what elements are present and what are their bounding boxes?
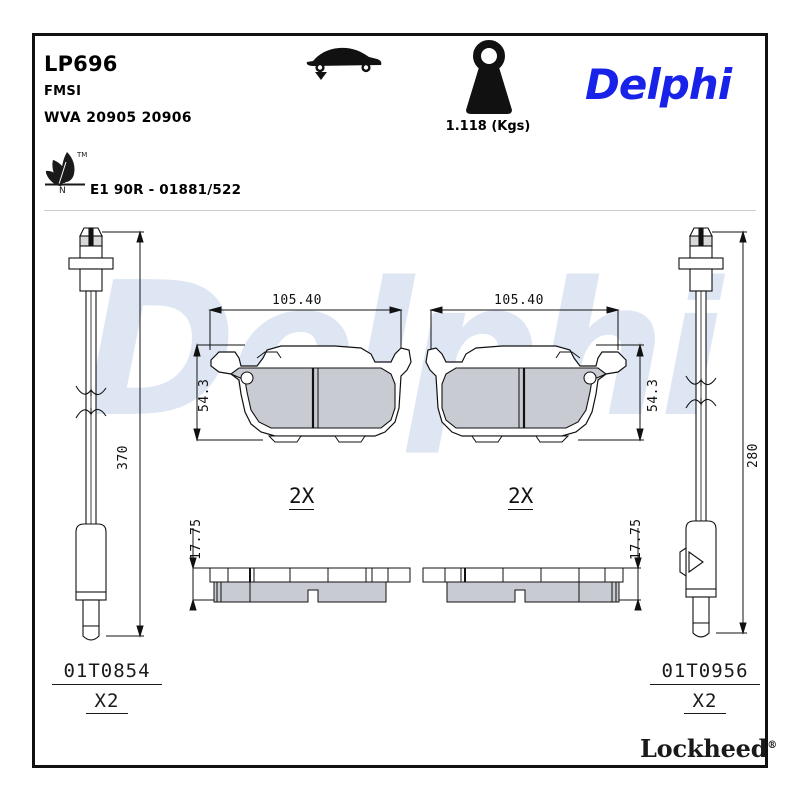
lockheed-wordmark: Lockheed	[640, 734, 768, 763]
trademark-mark: TM	[76, 151, 87, 159]
pad-right-quantity: 2X	[508, 484, 534, 510]
homologation-code: E1 90R - 01881/522	[90, 182, 242, 198]
sensor-right-part-code: 01T0956	[650, 660, 760, 685]
pad-right-face-drawing	[425, 306, 644, 443]
pad-left-face-drawing	[193, 306, 412, 443]
sensor-right-quantity: X2	[684, 690, 726, 714]
drawing-frame-border	[32, 33, 768, 768]
weight-kettlebell-icon	[466, 40, 512, 114]
sensor-left-quantity: X2	[86, 690, 128, 714]
lockheed-logo: Lockheed®	[640, 734, 777, 763]
sensor-left-drawing	[68, 227, 144, 641]
wva-numbers: WVA 20905 20906	[44, 110, 192, 126]
pad-left-height-dimension: 54.3	[197, 378, 212, 412]
pad-right-height-dimension: 54.3	[646, 378, 661, 412]
eco-leaf-icon: N TM	[45, 151, 87, 196]
sensor-right-part-label: 01T0956 X2	[650, 660, 760, 714]
pad-right-thickness-dimension: 17.75	[629, 518, 644, 560]
page-title-part-number: LP696	[44, 52, 118, 76]
pad-left-thickness-dimension: 17.75	[189, 518, 204, 560]
pad-right-side-drawing	[422, 528, 642, 611]
pad-left-side-drawing	[189, 528, 411, 611]
registered-trademark-icon: ®	[767, 740, 778, 751]
eco-leaf-letter: N	[59, 186, 66, 196]
sensor-left-length-dimension: 370	[116, 445, 131, 470]
sensor-left-part-label: 01T0854 X2	[52, 660, 162, 714]
weight-value: 1.118 (Kgs)	[445, 119, 531, 134]
sensor-right-drawing	[678, 227, 747, 638]
pad-left-width-dimension: 105.40	[272, 293, 322, 308]
sensor-left-part-code: 01T0854	[52, 660, 162, 685]
pad-right-width-dimension: 105.40	[494, 293, 544, 308]
delphi-logo: Delphi	[585, 60, 732, 109]
car-side-icon	[306, 47, 382, 80]
header-divider	[44, 210, 756, 211]
fmsi-label: FMSI	[44, 84, 82, 99]
pad-left-quantity: 2X	[289, 484, 315, 510]
sensor-right-length-dimension: 280	[746, 443, 761, 468]
